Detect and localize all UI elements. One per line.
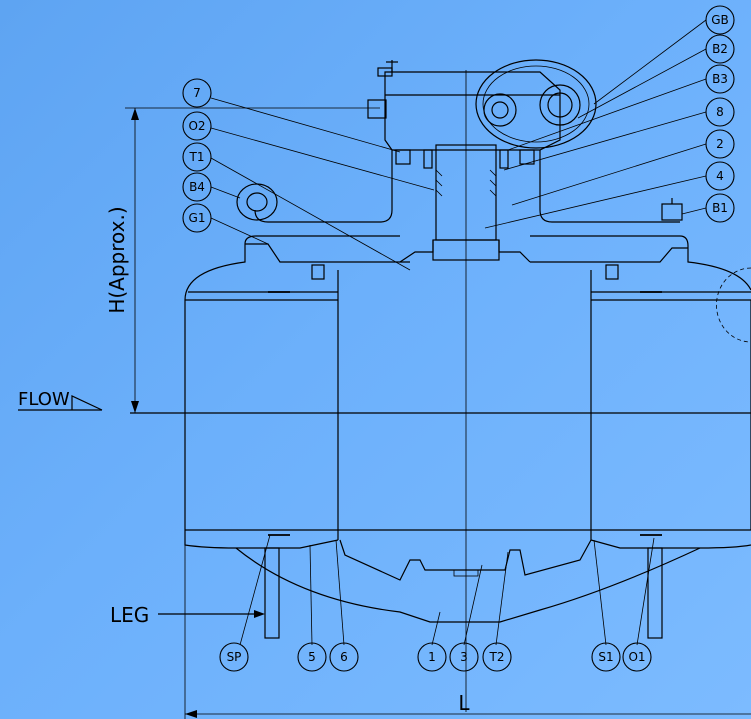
svg-text:T1: T1 [189, 150, 205, 164]
svg-text:B2: B2 [712, 42, 728, 56]
svg-text:5: 5 [308, 650, 316, 664]
callout-o1: O1 [622, 642, 652, 672]
callout-8: 8 [705, 97, 735, 127]
svg-text:4: 4 [716, 169, 724, 183]
svg-text:1: 1 [428, 650, 436, 664]
callout-b1: B1 [705, 193, 735, 223]
length-label: L [458, 691, 470, 715]
leg-label: LEG [110, 603, 149, 627]
svg-text:2: 2 [716, 137, 724, 151]
callout-6: 6 [329, 642, 359, 672]
svg-text:7: 7 [193, 86, 201, 100]
svg-text:GB: GB [711, 13, 729, 27]
flow-indicator: FLOW [18, 389, 103, 411]
height-label: H(Approx.) [105, 206, 129, 313]
callout-t2: T2 [482, 642, 512, 672]
svg-text:SP: SP [227, 650, 242, 664]
callout-sp: SP [219, 642, 249, 672]
svg-text:S1: S1 [598, 650, 613, 664]
callout-5: 5 [297, 642, 327, 672]
svg-text:3: 3 [460, 650, 468, 664]
svg-text:B1: B1 [712, 201, 728, 215]
flow-label: FLOW [18, 389, 70, 410]
valve-body [130, 70, 751, 719]
callout-b2: B2 [705, 34, 735, 64]
callout-3: 3 [449, 642, 479, 672]
right-leg [647, 547, 663, 639]
length-dimension: L [185, 691, 751, 718]
callout-7: 7 [182, 78, 212, 108]
callout-b4: B4 [182, 172, 212, 202]
leg-indicator: LEG [110, 603, 265, 627]
callout-4: 4 [705, 161, 735, 191]
height-dimension: H(Approx.) [105, 107, 380, 413]
svg-text:G1: G1 [189, 211, 206, 225]
left-leg [264, 547, 280, 639]
callout-b3: B3 [705, 64, 735, 94]
gearbox-assembly [236, 59, 751, 536]
callout-s1: S1 [591, 642, 621, 672]
svg-text:8: 8 [716, 105, 724, 119]
svg-text:B3: B3 [712, 72, 728, 86]
callout-g1: G1 [182, 203, 212, 233]
svg-text:B4: B4 [189, 180, 205, 194]
callout-o2: O2 [182, 111, 212, 141]
callout-2: 2 [705, 129, 735, 159]
svg-text:6: 6 [340, 650, 348, 664]
leader-lines [210, 19, 707, 646]
svg-text:T2: T2 [489, 650, 505, 664]
callout-gb: GB [705, 5, 735, 35]
svg-text:O1: O1 [628, 650, 645, 664]
svg-text:O2: O2 [188, 119, 205, 133]
callout-t1: T1 [182, 142, 212, 172]
callout-1: 1 [417, 642, 447, 672]
